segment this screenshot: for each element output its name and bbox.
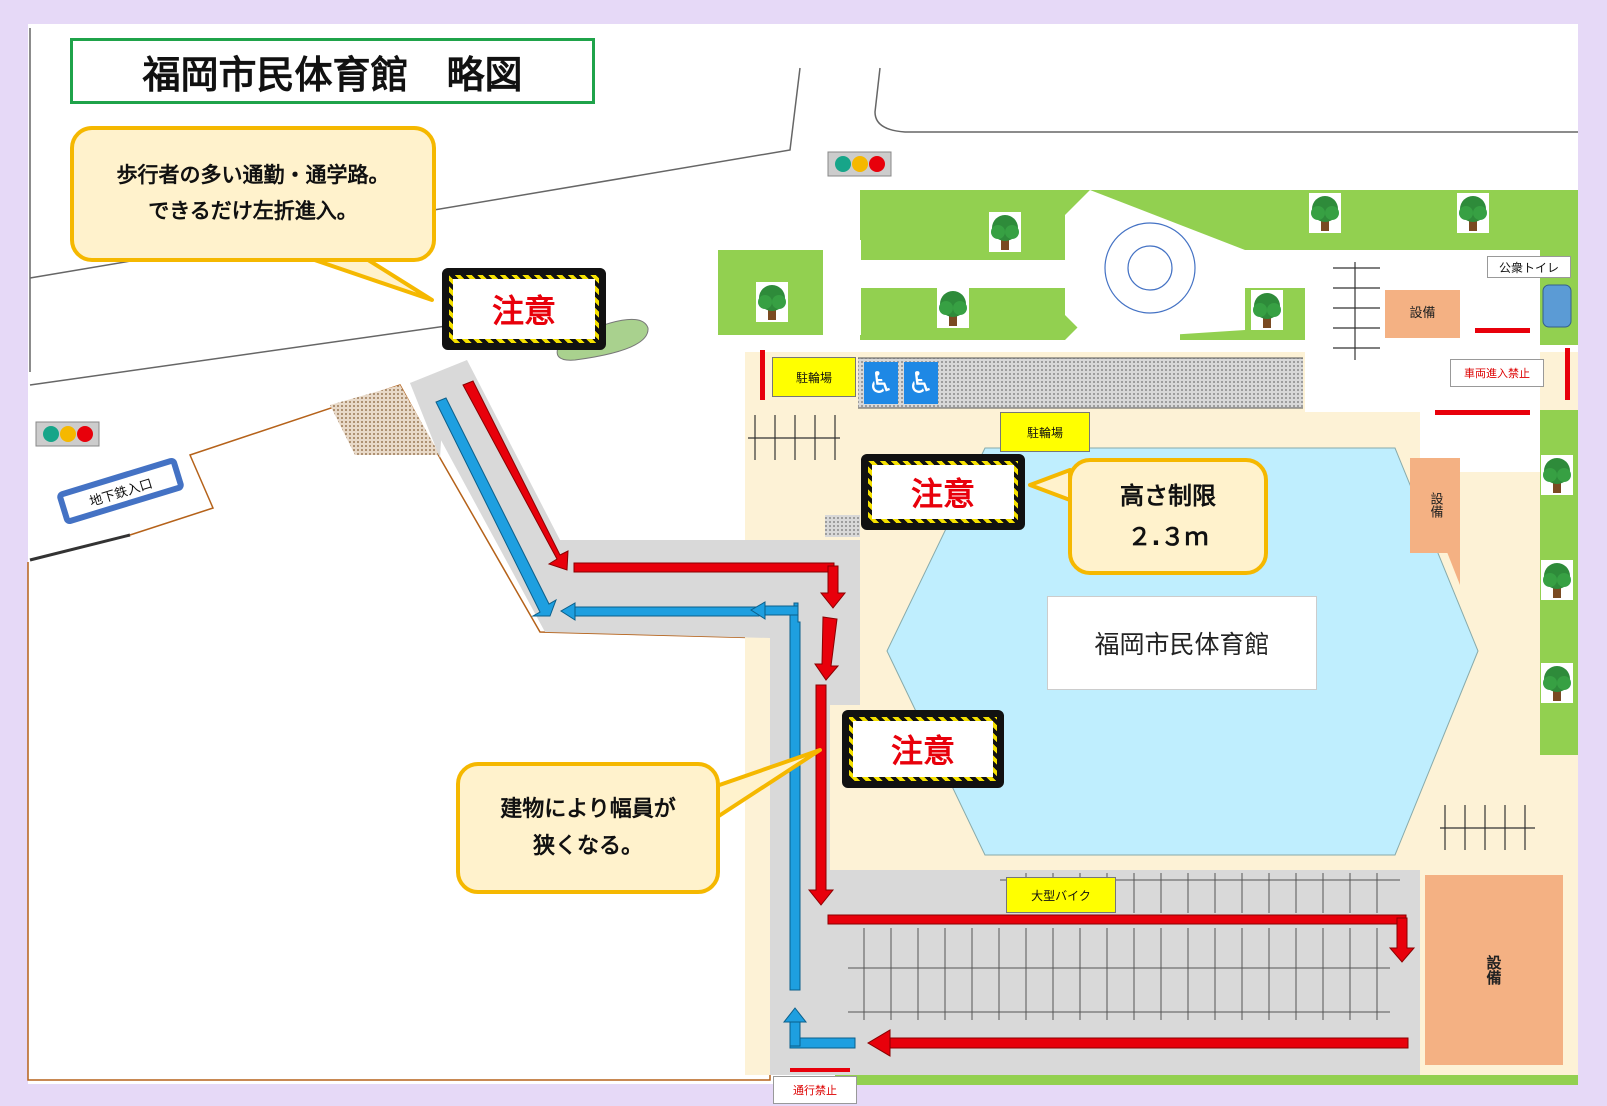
wheelchair-icon: ♿ (907, 365, 935, 401)
vehicle-no-entry-label: 車両進入禁止 (1450, 359, 1544, 387)
caution-label: 注意 (453, 279, 595, 339)
tree-icon (1541, 663, 1573, 703)
callout-narrow-line1: 建物により幅員が (500, 796, 676, 822)
traffic-light-icon (827, 151, 892, 177)
tree-icon (1251, 290, 1283, 330)
height-limit-value: ２.３ｍ (1127, 522, 1209, 551)
caution-sign-entrance: 注意 (442, 268, 606, 350)
gym-name-label: 福岡市民体育館 (1047, 596, 1317, 690)
traffic-light-icon (35, 421, 100, 447)
large-motorcycle-label: 大型バイク (1006, 877, 1116, 913)
bicycle-parking-label-2: 駐輪場 (1000, 412, 1090, 452)
tree-icon (1541, 455, 1573, 495)
caution-label: 注意 (853, 721, 993, 777)
equipment-label-right: 設備 (1427, 492, 1443, 518)
tree-icon (1309, 193, 1341, 233)
no-passage-label: 通行禁止 (773, 1076, 857, 1104)
bicycle-parking-label: 駐輪場 (772, 357, 856, 397)
tree-icon (937, 288, 969, 328)
tree-icon (756, 282, 788, 322)
callout-pedestrian-line2: できるだけ左折進入。 (148, 199, 358, 223)
callout-pedestrian-line1: 歩行者の多い通勤・通学路。 (116, 163, 390, 188)
height-limit-label: 高さ制限 (1120, 481, 1216, 510)
equipment-label-top: 設備 (1409, 306, 1436, 321)
callout-height-limit: 高さ制限 ２.３ｍ (1068, 458, 1268, 575)
public-toilet-label: 公衆トイレ (1487, 256, 1571, 278)
tree-icon (1457, 193, 1489, 233)
callout-narrow-line2: 狭くなる。 (532, 834, 643, 859)
equipment-label-bottom: 設備 (1484, 955, 1503, 985)
caution-sign-height: 注意 (861, 454, 1025, 530)
wheelchair-icon: ♿ (867, 365, 895, 401)
tree-icon (1541, 560, 1573, 600)
callout-pedestrian-route: 歩行者の多い通勤・通学路。 できるだけ左折進入。 (70, 126, 436, 262)
caution-label: 注意 (872, 465, 1014, 519)
callout-narrow-road: 建物により幅員が 狭くなる。 (456, 762, 720, 894)
map-title: 福岡市民体育館 略図 (70, 38, 595, 104)
tree-icon (989, 212, 1021, 252)
caution-sign-narrow: 注意 (842, 710, 1004, 788)
